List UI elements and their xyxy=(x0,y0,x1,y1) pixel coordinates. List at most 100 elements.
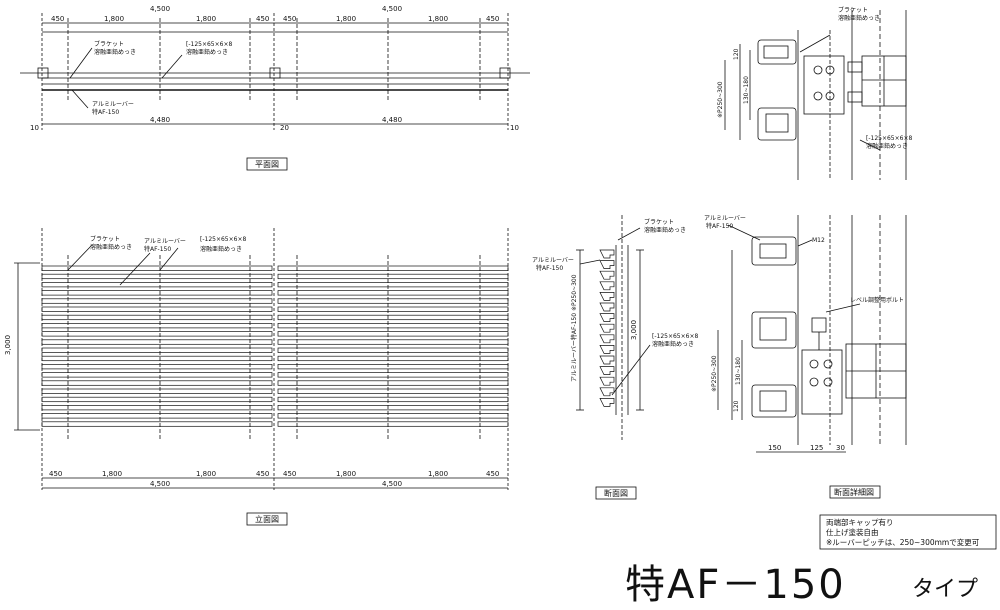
louver-slat xyxy=(277,372,509,378)
plan-view xyxy=(20,13,530,171)
det-dim-150: 150 xyxy=(768,444,781,452)
plan-bottom-20: 20 xyxy=(280,124,289,132)
elev-louver-label: アルミルーバー xyxy=(144,238,186,245)
elev-bracket-sub: 溶融亜鉛めっき xyxy=(90,243,132,251)
plan-title: 平面図 xyxy=(255,160,279,169)
plan-dim-1800-d: 1,800 xyxy=(428,15,448,23)
plan-total-right: 4,500 xyxy=(382,5,402,13)
elev-dim-450-d: 450 xyxy=(486,470,499,478)
section-louver-fin xyxy=(599,249,615,259)
louver-slat xyxy=(277,388,509,394)
sec-channel-label: [-125×65×6×8 xyxy=(652,333,698,340)
plan-channel-sub: 溶融亜鉛めっき xyxy=(186,48,228,56)
louver-slat xyxy=(41,290,273,296)
notes-box xyxy=(819,514,997,550)
plan-louver-label: アルミルーバー xyxy=(92,101,134,108)
louver-slat xyxy=(41,388,273,394)
louver-slat xyxy=(277,331,509,337)
louver-slat xyxy=(41,339,273,345)
louver-slat xyxy=(277,421,509,427)
section-louver-fin xyxy=(599,292,615,301)
louver-slat xyxy=(277,306,509,312)
elevation-height: 3,000 xyxy=(4,335,12,355)
section-louver-fin xyxy=(599,323,615,333)
section-louver-fin xyxy=(599,398,615,407)
section-louver-fin xyxy=(599,260,615,269)
plan-dim-450-left-2: 450 xyxy=(283,15,296,23)
sec-louver-sub: 特AF-150 xyxy=(536,264,563,272)
section-louver-fin xyxy=(599,281,615,291)
louver-slat xyxy=(41,347,273,353)
louver-slat xyxy=(41,265,273,271)
det-louver-label: アルミルーバー xyxy=(704,215,746,222)
elev-dim-450-c: 450 xyxy=(283,470,296,478)
plan-bottom-4480-a: 4,480 xyxy=(150,116,170,124)
det-louver-sub: 特AF-150 xyxy=(706,222,733,230)
louver-slat xyxy=(277,355,509,362)
louver-slat xyxy=(41,355,273,362)
plan-total-left: 4,500 xyxy=(150,5,170,13)
louver-slat xyxy=(41,314,273,321)
section-title: 断面図 xyxy=(604,488,628,498)
plan-bracket-sub: 溶融亜鉛めっき xyxy=(94,48,136,56)
louver-slat xyxy=(277,282,509,288)
section-louver-fin xyxy=(599,334,615,344)
plan-dim-1800-c: 1,800 xyxy=(336,15,356,23)
louver-slat xyxy=(41,306,273,312)
louver-slat xyxy=(41,413,273,419)
product-title-suffix: タイプ xyxy=(912,577,978,602)
plan-louver-sub: 特AF-150 xyxy=(92,108,119,116)
louver-slat xyxy=(277,413,509,419)
section-louver-fins xyxy=(599,249,615,407)
louver-slat xyxy=(41,421,273,427)
elev-total-right: 4,500 xyxy=(382,480,402,488)
det-bottom-pitch: ※P250~300 xyxy=(711,355,718,392)
det-top-130-180: 130~180 xyxy=(743,76,750,104)
elev-bracket-label: ブラケット xyxy=(90,235,120,243)
sec-pitch-label: アルミルーバー特AF-150 ※P250~300 xyxy=(570,274,578,382)
det-channel-sub: 溶融亜鉛めっき xyxy=(866,142,908,150)
louver-slat xyxy=(277,339,509,345)
sec-height: 3,000 xyxy=(630,320,638,340)
elev-louver-sub: 特AF-150 xyxy=(144,245,171,253)
note-2: 仕上げ塗装自由 xyxy=(826,527,879,537)
sec-channel-sub: 溶融亜鉛めっき xyxy=(652,340,694,348)
det-bracket-label: ブラケット xyxy=(838,6,868,14)
section-louver-fin xyxy=(599,270,615,280)
note-3: ※ルーバーピッチは、250~300mmで変更可 xyxy=(826,537,980,547)
detail-view xyxy=(717,10,907,499)
louver-slat xyxy=(277,380,509,386)
elev-dim-450-b: 450 xyxy=(256,470,269,478)
sec-bracket-sub: 溶融亜鉛めっき xyxy=(644,226,686,234)
det-bottom-130-180: 130~180 xyxy=(735,357,742,385)
section-louver-fin xyxy=(599,313,615,322)
det-level-bolt-label: レベル調整用ボルト xyxy=(850,296,904,304)
det-dim-30: 30 xyxy=(836,444,845,452)
plan-bottom-4480-b: 4,480 xyxy=(382,116,402,124)
section-view xyxy=(576,215,651,500)
louver-slat xyxy=(277,364,509,370)
product-title: 特AF－150 xyxy=(625,562,846,608)
louver-slat xyxy=(41,372,273,378)
louver-slat xyxy=(277,347,509,353)
elevation-view xyxy=(14,228,509,526)
section-louver-fin xyxy=(599,366,615,375)
sec-bracket-label: ブラケット xyxy=(644,218,674,226)
section-louver-fin xyxy=(599,376,615,386)
louver-slat xyxy=(277,396,509,403)
elev-dim-450-a: 450 xyxy=(49,470,62,478)
plan-bottom-10-left: 10 xyxy=(30,124,39,132)
elev-dim-1800-c: 1,800 xyxy=(336,470,356,478)
louver-slat xyxy=(41,323,273,329)
section-louver-fin xyxy=(599,345,615,354)
section-louver-fin xyxy=(599,302,615,312)
plan-dim-1800-b: 1,800 xyxy=(196,15,216,23)
louver-slat xyxy=(41,273,273,280)
elev-dim-1800-b: 1,800 xyxy=(196,470,216,478)
plan-dim-450-right-2: 450 xyxy=(486,15,499,23)
louver-slat xyxy=(41,396,273,403)
det-bracket-sub: 溶融亜鉛めっき xyxy=(838,14,880,22)
det-top-120: 120 xyxy=(733,48,740,60)
plan-dim-450-right: 450 xyxy=(256,15,269,23)
